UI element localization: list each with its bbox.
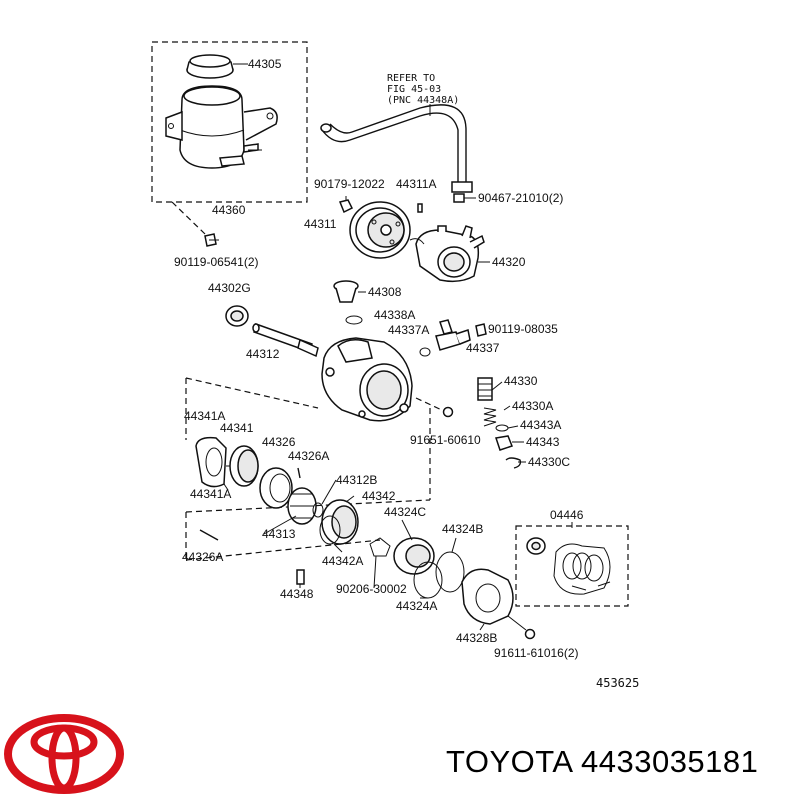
reservoir-group-box [151, 41, 308, 203]
label-44326: 44326 [262, 435, 296, 449]
label-44311A: 44311A [396, 177, 436, 191]
label-44324A: 44324A [396, 599, 437, 613]
label-44326A-bottom: 44326A [182, 550, 223, 564]
valve-44330 [477, 377, 493, 401]
label-90119-08035: 90119-08035 [488, 322, 558, 336]
label-44342: 44342 [362, 489, 396, 503]
label-44348: 44348 [280, 587, 314, 601]
key-44311A [417, 203, 423, 213]
label-44337A: 44337A [388, 323, 429, 337]
label-04446: 04446 [550, 508, 584, 522]
cover-44324C [393, 537, 435, 575]
label-44338A: 44338A [374, 308, 415, 322]
label-44337: 44337 [466, 341, 500, 355]
label-44312B: 44312B [336, 473, 377, 487]
label-44360: 44360 [212, 203, 246, 217]
o-ring-44342A [319, 515, 341, 545]
label-44305: 44305 [248, 57, 282, 71]
pump-housing [321, 337, 413, 422]
label-44320: 44320 [492, 255, 526, 269]
pin-44326A-bottom [199, 529, 219, 541]
rotor-44313 [287, 487, 317, 525]
label-44324B: 44324B [442, 522, 483, 536]
union-44337 [435, 319, 471, 351]
label-90119-06541: 90119-06541(2) [174, 255, 259, 269]
label-44308: 44308 [368, 285, 402, 299]
label-44302G: 44302G [208, 281, 251, 295]
clip-90467-21010 [453, 193, 465, 203]
toyota-logo [4, 714, 124, 794]
label-91651-60610: 91651-60610 [410, 433, 481, 447]
label-44343: 44343 [526, 435, 560, 449]
reservoir-cap [186, 54, 234, 79]
o-ring-90206-30002 [369, 537, 391, 557]
snap-ring-44312B [312, 502, 324, 518]
label-90206-30002: 90206-30002 [336, 582, 407, 596]
label-44343A: 44343A [520, 418, 561, 432]
label-44311: 44311 [304, 217, 337, 231]
bolt-91611-61016 [524, 628, 536, 640]
label-44342A: 44342A [322, 554, 363, 568]
label-44341A-bottom: 44341A [190, 487, 231, 501]
label-44330A: 44330A [512, 399, 553, 413]
bolt-91651-60610 [442, 406, 454, 418]
plug-44343 [495, 435, 513, 451]
label-90179-12022: 90179-12022 [314, 177, 385, 191]
label-44326A-top: 44326A [288, 449, 329, 463]
bolt-90119-08035 [475, 323, 487, 337]
spring-44330A [483, 407, 497, 427]
cam-ring-44341 [226, 445, 259, 487]
gasket-kit-04446 [526, 537, 611, 595]
oil-seal-44302G [225, 305, 249, 327]
pin-44326A-top [297, 467, 301, 479]
refer-note-line-3: (PNC 44348A) [387, 95, 459, 106]
label-44341: 44341 [220, 421, 254, 435]
plate-44341A [195, 436, 227, 488]
label-44324C: 44324C [384, 505, 426, 519]
return-hose [320, 104, 473, 193]
label-90467-21010: 90467-21010(2) [478, 191, 563, 205]
cam-ring-44326 [259, 467, 293, 509]
label-44312: 44312 [246, 347, 280, 361]
rear-cover-44328B [461, 568, 514, 625]
o-ring-44343A [495, 424, 509, 432]
refer-note-line-1: REFER TO [387, 73, 435, 84]
label-44313: 44313 [262, 527, 296, 541]
shaft-44312 [252, 323, 319, 358]
o-ring-44338A [345, 315, 363, 325]
o-ring-44324B [435, 551, 465, 593]
label-44330: 44330 [504, 374, 538, 388]
refer-note-line-2: FIG 45-03 [387, 84, 441, 95]
o-ring-44337A [419, 347, 431, 357]
reservoir-tank [165, 85, 278, 169]
blade-44348 [296, 569, 305, 585]
label-44328B: 44328B [456, 631, 497, 645]
nut-90179-12022 [338, 199, 354, 214]
brand-part-number: TOYOTA 4433035181 [446, 744, 759, 779]
plug-44308 [333, 280, 359, 303]
pump-44320 [409, 225, 485, 283]
figure-number: 453625 [596, 676, 640, 690]
plate-44342 [321, 499, 359, 545]
label-44341A-top: 44341A [184, 409, 225, 423]
label-91611-61016: 91611-61016(2) [494, 646, 579, 660]
snap-ring-44330C [505, 457, 522, 469]
bolt-90119-06541 [204, 233, 219, 247]
pulley-44311 [349, 201, 411, 259]
label-44330C: 44330C [528, 455, 570, 469]
